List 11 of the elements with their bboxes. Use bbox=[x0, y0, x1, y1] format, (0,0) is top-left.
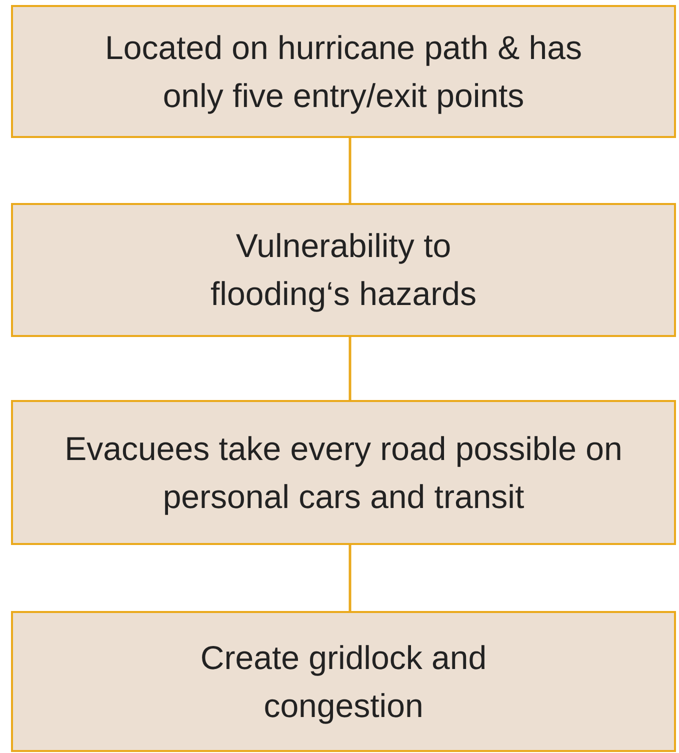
connector-line bbox=[348, 545, 352, 611]
process-box bbox=[11, 203, 676, 337]
process-box bbox=[11, 611, 676, 752]
connector-line bbox=[348, 138, 352, 203]
connector-line bbox=[348, 337, 352, 400]
process-box bbox=[11, 5, 676, 138]
box-text: Evacuees take every road possible on personal cars and transit bbox=[64, 428, 624, 517]
box-text: Located on hurricane path & has only five entry/exit points bbox=[104, 28, 583, 116]
box-text: Vulnerability to flooding‘s hazards bbox=[210, 226, 478, 314]
box-text: Create gridlock and congestion bbox=[199, 638, 488, 726]
process-box bbox=[11, 400, 676, 545]
